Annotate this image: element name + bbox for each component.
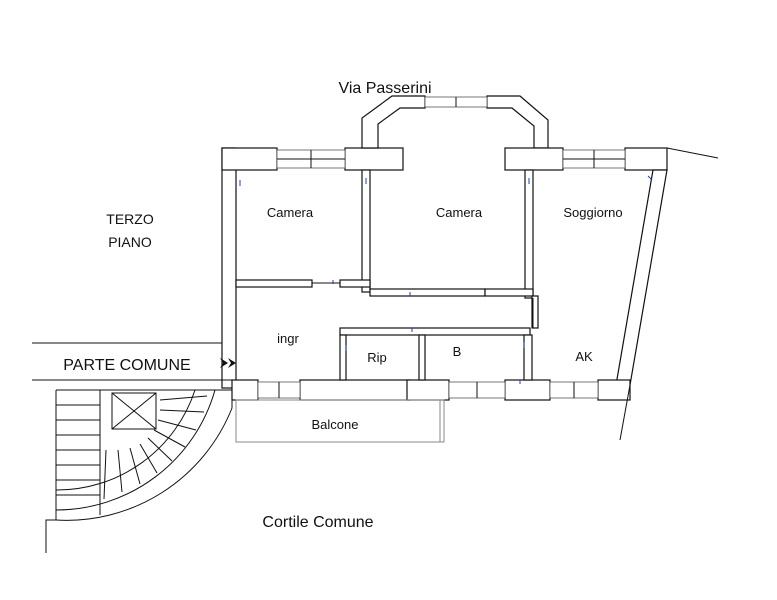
exterior-walls <box>221 95 668 401</box>
windows <box>257 96 626 399</box>
balcony <box>235 399 445 443</box>
room-label-soggiorno: Soggiorno <box>563 205 622 220</box>
street-label: Via Passerini <box>338 80 431 97</box>
floor-label-line2: PIANO <box>108 234 152 250</box>
door-marks <box>239 175 653 384</box>
interior-walls <box>235 169 539 381</box>
room-label-ingresso: ingr <box>277 331 299 346</box>
floor-label-line1: TERZO <box>106 211 154 227</box>
room-label-ripostiglio: Rip <box>367 350 387 365</box>
staircase <box>45 389 233 553</box>
room-label-angolo-cottura: AK <box>575 349 593 364</box>
room-label-camera-left: Camera <box>267 205 314 220</box>
room-label-balcone: Balcone <box>312 417 359 432</box>
entrance-arrow-icon <box>220 358 236 368</box>
shared-area-label: PARTE COMUNE <box>63 357 190 374</box>
room-label-bagno: B <box>453 344 462 359</box>
context-lines <box>32 147 719 441</box>
courtyard-label: Cortile Comune <box>262 514 373 531</box>
room-label-camera-center: Camera <box>436 205 483 220</box>
